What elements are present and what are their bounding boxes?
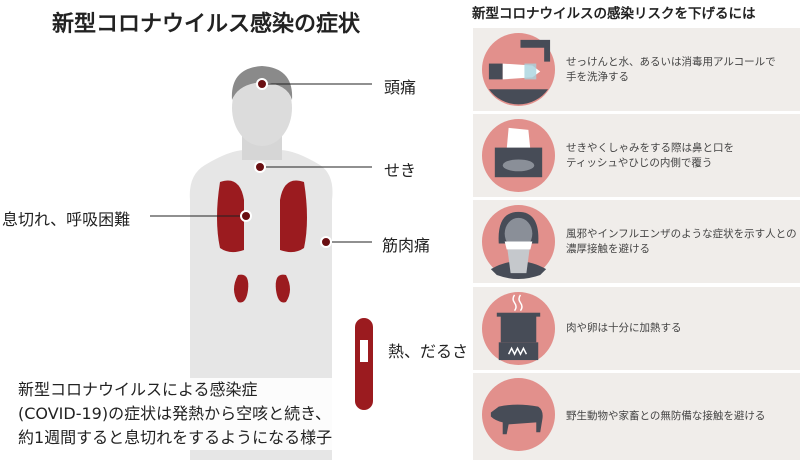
caption-line: (COVID-19)の症状は発熱から空咳と続き、 [18,404,331,423]
prevention-item: 肉や卵は十分に加熱する [473,287,800,370]
item-text: せきやくしゃみをする際は鼻と口を [566,141,734,154]
item-text: 野生動物や家畜との無防備な接触を避ける [566,410,766,422]
page-title: 新型コロナウイルス感染の症状 [52,12,361,37]
item-text: 肉や卵は十分に加熱する [566,322,682,334]
hand-washing-icon [481,32,556,107]
symptom-markers [150,78,372,248]
prevention-item: 野生動物や家畜との無防備な接触を避ける [473,373,800,460]
item-text: 手を洗浄する [566,70,629,83]
item-text: 風邪やインフルエンザのような症状を示す人との [566,227,797,240]
item-text: せっけんと水、あるいは消毒用アルコールで [566,55,776,68]
item-text: 濃厚接触を避ける [566,242,650,255]
caption-line: 新型コロナウイルスによる感染症 [18,380,258,399]
symptom-headache: 頭痛 [384,78,417,97]
prevention-item: せきやくしゃみをする際は鼻と口をティッシュやひじの内側で覆う [473,114,800,197]
pig-icon [481,377,556,452]
prevention-item: 風邪やインフルエンザのような症状を示す人との濃厚接触を避ける [473,200,800,283]
cooking-pot-icon [481,291,556,366]
prevention-item: せっけんと水、あるいは消毒用アルコールで手を洗浄する [473,28,800,111]
caption: 新型コロナウイルスによる感染症 (COVID-19)の症状は発熱から空咳と続き、… [14,378,337,450]
sneezing-person-icon [481,204,556,279]
symptom-fever: 熱、だるさ [388,342,469,361]
symptom-breath: 息切れ、呼吸困難 [2,210,131,229]
thermometer-icon [355,318,373,410]
item-text: ティッシュやひじの内側で覆う [566,156,713,169]
caption-line: 約1週間すると息切れをするようになる様子 [18,428,333,447]
tissue-box-icon [481,118,556,193]
prevention-title: 新型コロナウイルスの感染リスクを下げるには [472,6,756,22]
symptom-muscle: 筋肉痛 [382,236,431,255]
symptom-cough: せき [384,161,417,180]
